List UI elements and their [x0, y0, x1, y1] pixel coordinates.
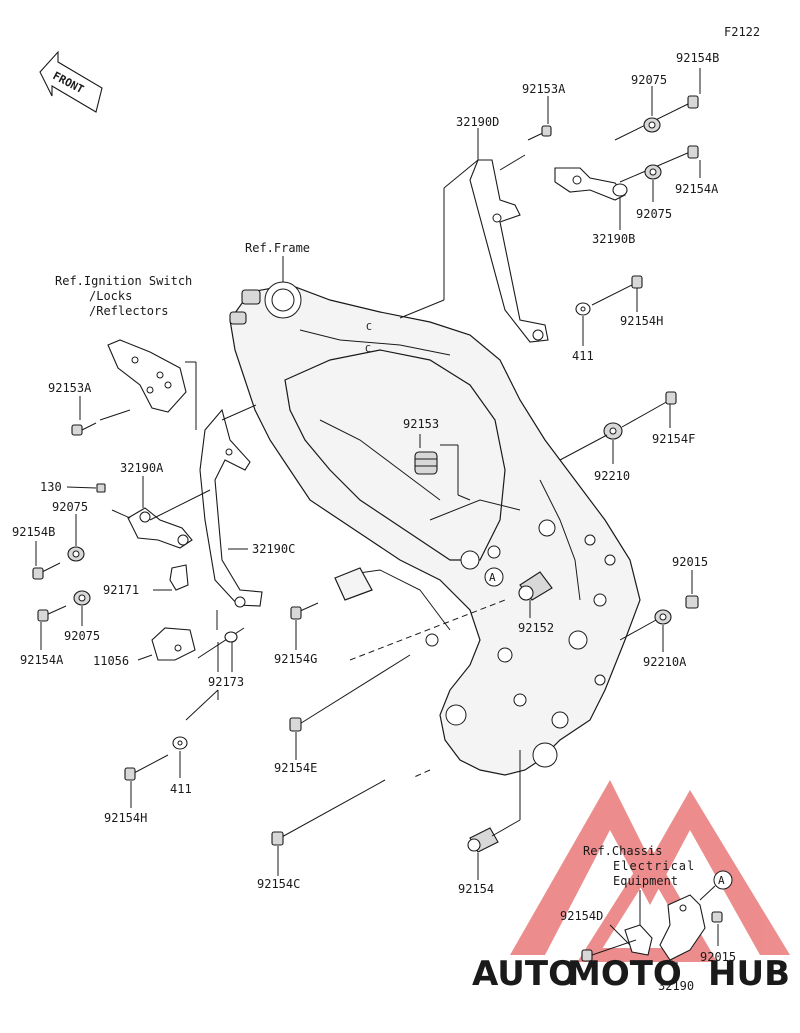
label-92015-bottom: 92015 — [700, 950, 736, 964]
label-92173: 92173 — [208, 675, 244, 689]
washer-411-right — [575, 302, 591, 316]
bolt-92153A-top — [527, 125, 552, 141]
svg-text:C: C — [365, 344, 371, 355]
bolt-92154F — [621, 391, 677, 428]
bracket-32190 — [624, 894, 706, 961]
label-411-left: 411 — [170, 782, 192, 796]
ref-ignition-line1: Ref.Ignition Switch — [55, 274, 192, 288]
washer-92075-left2 — [73, 590, 91, 606]
nut-92015-bottom — [711, 911, 723, 923]
callout-a-bracket: A — [713, 870, 733, 890]
collar-92210 — [603, 422, 623, 440]
bolt-92154D — [581, 939, 637, 962]
label-92015-right: 92015 — [672, 555, 708, 569]
callout-a-label-bracket: A — [718, 874, 725, 887]
label-92154F: 92154F — [652, 432, 695, 446]
bolt-92154B-left — [32, 562, 61, 580]
bracket-32190A — [127, 507, 193, 549]
washer-92075-right — [644, 164, 662, 180]
label-92154H-right: 92154H — [620, 314, 663, 328]
label-92075-left2: 92075 — [64, 629, 100, 643]
bracket-32190C — [199, 408, 263, 608]
front-arrow-icon: FRONT — [39, 50, 103, 113]
label-32190B: 32190B — [592, 232, 635, 246]
bolt-92154H-right — [591, 275, 643, 306]
label-92154A-right: 92154A — [675, 182, 719, 196]
label-92154E: 92154E — [274, 761, 317, 775]
leader-lines — [35, 68, 719, 975]
label-92154B-top: 92154B — [676, 51, 719, 65]
label-92154: 92154 — [458, 882, 494, 896]
label-92171: 92171 — [103, 583, 139, 597]
pin-92173 — [197, 627, 245, 659]
ref-chassis-line3: Equipment — [613, 874, 678, 888]
washer-92075-left1 — [67, 546, 85, 562]
screw-130 — [96, 483, 106, 493]
label-92154B-left: 92154B — [12, 525, 55, 539]
bushing-92153 — [414, 451, 438, 475]
collar-92210A — [654, 609, 672, 625]
svg-text:C: C — [366, 322, 372, 333]
label-92154D: 92154D — [560, 909, 603, 923]
label-92153A-left: 92153A — [48, 381, 92, 395]
ref-chassis-line1: Ref.Chassis — [583, 844, 662, 858]
dashed-axis-92154C — [411, 769, 431, 779]
label-92153A-top: 92153A — [522, 82, 566, 96]
bolt-92154H-left — [124, 754, 169, 781]
label-11056: 11056 — [93, 654, 129, 668]
figure-code: F2122 — [724, 25, 760, 39]
watermark-part2: MOTO — [567, 954, 682, 994]
clip-92171 — [169, 564, 189, 591]
callout-a-frame: A — [484, 567, 504, 587]
collar-92152 — [518, 571, 553, 601]
dashed-axis-92152 — [349, 599, 506, 661]
label-92153: 92153 — [403, 417, 439, 431]
label-92210A: 92210A — [643, 655, 687, 669]
label-92154C: 92154C — [257, 877, 300, 891]
washer-411-left — [172, 736, 188, 750]
label-92154A-left: 92154A — [20, 653, 64, 667]
ref-ignition-line3: /Reflectors — [89, 304, 168, 318]
watermark-part1: AUTO — [472, 954, 577, 994]
bracket-ignition-plate — [107, 339, 187, 413]
bracket-11056 — [151, 627, 196, 661]
bracket-32190B — [554, 167, 628, 201]
main-frame: C C — [229, 281, 641, 776]
label-92154H-left: 92154H — [104, 811, 147, 825]
label-32190A: 32190A — [120, 461, 164, 475]
label-130: 130 — [40, 480, 62, 494]
watermark-logo: AUTO MOTO HUB — [472, 954, 790, 994]
bolt-92154C — [271, 779, 386, 846]
bracket-32190D — [469, 159, 549, 343]
watermark-part3: HUB — [708, 954, 790, 994]
label-92152: 92152 — [518, 621, 554, 635]
label-32190C: 32190C — [252, 542, 295, 556]
washer-92075-top — [643, 117, 661, 133]
label-92075-left1: 92075 — [52, 500, 88, 514]
label-92075-top: 92075 — [631, 73, 667, 87]
ref-ignition-line2: /Locks — [89, 289, 132, 303]
bushing-92154 — [467, 827, 499, 853]
label-92075-right: 92075 — [636, 207, 672, 221]
bolt-92153A-left — [71, 422, 97, 436]
label-32190D: 32190D — [456, 115, 499, 129]
label-411-right: 411 — [572, 349, 594, 363]
ref-chassis-line2: Electrical — [613, 859, 695, 873]
bolt-92154E — [289, 654, 411, 732]
callout-a-label-frame: A — [489, 571, 496, 584]
bolt-92154B-top — [614, 95, 699, 141]
ref-frame-label: Ref.Frame — [245, 241, 310, 255]
label-92154G: 92154G — [274, 652, 317, 666]
bolt-92154A-left — [37, 605, 67, 622]
label-92210: 92210 — [594, 469, 630, 483]
nut-92015-right — [685, 595, 699, 609]
label-32190: 32190 — [658, 979, 694, 993]
bolt-92154G — [290, 602, 319, 620]
